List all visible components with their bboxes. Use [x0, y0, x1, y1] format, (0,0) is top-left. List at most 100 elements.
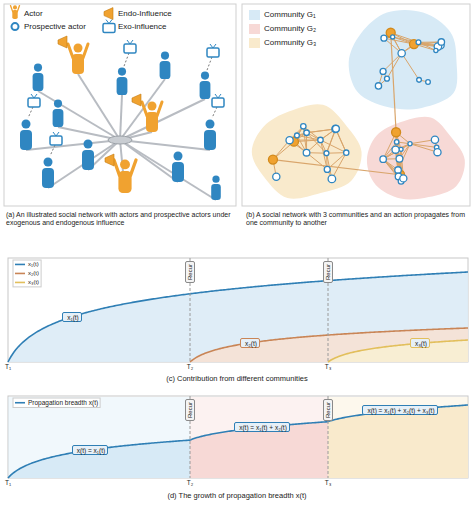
community-link [332, 153, 346, 179]
contribution-area [328, 340, 468, 362]
person-head [120, 159, 130, 169]
bridge-link [391, 33, 396, 132]
tv-icon [28, 94, 40, 107]
legend-text: x₂(t) [28, 270, 39, 277]
prospective-node [384, 76, 389, 81]
legend-text: Exo-influence [118, 22, 166, 31]
curve-label: x(t) = x₁(t) [72, 445, 108, 455]
prospective-node [318, 137, 323, 142]
phase-band [328, 397, 468, 478]
network-link [120, 140, 216, 200]
community-region [252, 104, 362, 199]
curve-label-text: x₂(t) [245, 340, 257, 347]
contribution-chart [8, 258, 468, 362]
person-icon [53, 100, 64, 127]
prospective-node [391, 35, 395, 39]
legend-text: Community G₃ [264, 38, 316, 47]
tv-icon [212, 94, 224, 107]
recur-marker: Recur [323, 399, 334, 421]
tv-screen [28, 98, 40, 107]
prospective-node [438, 39, 444, 45]
person-body [72, 54, 84, 74]
legend-line-sample [15, 273, 25, 275]
panel-caption: (a) An illustrated social network with a… [6, 211, 234, 227]
community-region [367, 117, 465, 200]
prospective-node [295, 133, 300, 138]
community-link [307, 133, 327, 153]
person-body [211, 184, 221, 200]
prospective-node [380, 68, 386, 74]
contribution-curve [328, 340, 468, 362]
person-icon [114, 159, 136, 193]
prospective-node [381, 35, 387, 41]
network-link [38, 91, 120, 140]
community-region [349, 10, 458, 110]
tv-icon [50, 132, 62, 145]
person-icon [33, 64, 44, 91]
legend-frame [13, 398, 100, 407]
recur-text: Recur [325, 264, 332, 280]
legend-line-sample [15, 264, 25, 266]
network-link [48, 140, 120, 188]
panel-frame [4, 4, 236, 206]
prospective-node [394, 140, 398, 144]
panel-caption: (b) A social network with 3 communities … [246, 211, 470, 227]
tv-screen [50, 136, 62, 145]
community-link [297, 135, 321, 140]
prospective-node [426, 80, 431, 85]
community-link [320, 140, 346, 153]
breadth-area [190, 422, 328, 478]
person-body [118, 171, 131, 193]
legend-text: Community G₁ [264, 10, 316, 19]
community-link [410, 144, 437, 148]
prospective-node [286, 137, 293, 144]
person-head [44, 158, 53, 167]
prospective-node [344, 150, 349, 155]
prospective-node [273, 173, 280, 180]
prospective-node [395, 167, 402, 174]
prospective-node [328, 175, 336, 183]
legend-line-sample [15, 282, 25, 284]
person-body [33, 73, 44, 91]
legend-text: Endo-Influence [118, 9, 172, 18]
exo-influence-line [28, 107, 33, 118]
panel-caption: (c) Contribution from different communit… [166, 375, 308, 384]
person-icon [68, 44, 88, 75]
person-head [161, 52, 169, 60]
breadth-chart [8, 396, 468, 478]
prospective-ring [12, 23, 19, 30]
network-link [120, 95, 122, 140]
legend-swatch [249, 38, 260, 48]
recur-marker: Recur [323, 261, 334, 283]
network-link [120, 99, 205, 140]
recur-marker: Recur [185, 261, 196, 283]
recur-marker: Recur [185, 399, 196, 421]
tv-screen [212, 98, 224, 107]
axis-tick-label: T₃ [325, 363, 332, 370]
person-body [53, 109, 64, 127]
tv-icon [207, 44, 219, 57]
curve-label-text: x₃(t) [415, 340, 427, 347]
axis-tick-label: T₂ [187, 479, 194, 486]
exo-influence-line [50, 145, 55, 156]
person-body [20, 130, 32, 150]
person-body [204, 130, 216, 150]
legend-swatch [249, 24, 260, 34]
curve-label: x₃(t) [410, 338, 430, 348]
legend-text: Prospective actor [24, 22, 86, 31]
person-head [13, 5, 17, 9]
contribution-area [190, 328, 468, 362]
axis-tick-label: T₃ [325, 479, 332, 486]
legend-text: x₃(t) [28, 279, 39, 286]
person-icon [20, 120, 32, 151]
person-body [146, 112, 158, 132]
curve-label: x₂(t) [240, 338, 260, 348]
person-head [201, 72, 209, 80]
person-head [206, 120, 215, 129]
legend-text: x₁(t) [28, 261, 39, 268]
curve-label-text: x(t) = x₁(t) + x₂(t) [239, 424, 287, 431]
plot-frame [8, 396, 468, 478]
person-icon [204, 120, 216, 151]
axis-tick-label: T₁ [5, 479, 11, 486]
